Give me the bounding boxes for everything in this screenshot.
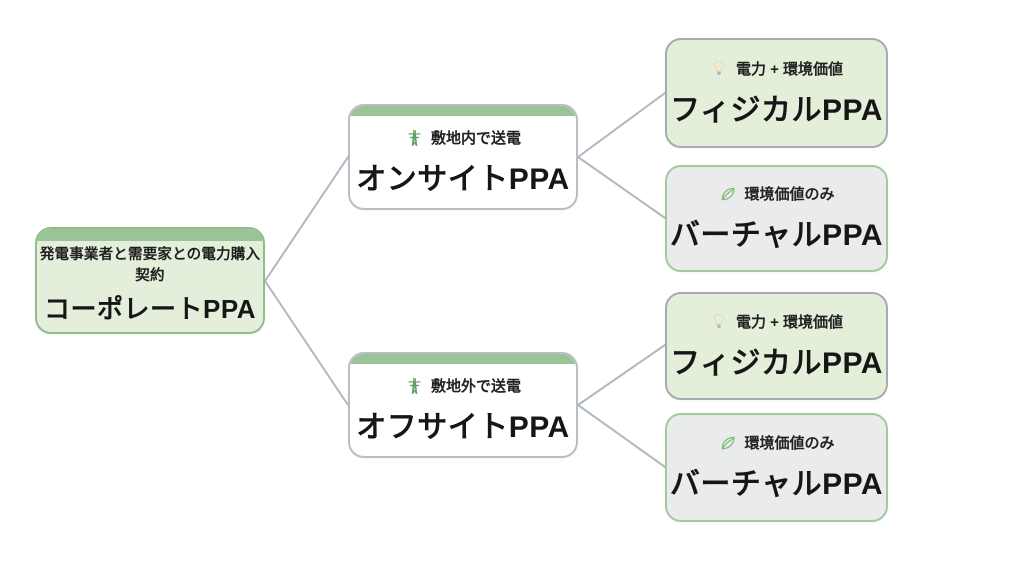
onsite-label: 敷地内で送電 <box>430 129 521 147</box>
node-header-strip <box>37 229 263 241</box>
virtual-label: 環境価値のみ <box>744 435 835 452</box>
node-header-strip <box>350 106 576 116</box>
onsite-title: オンサイトPPA <box>356 162 570 196</box>
node-virtual-ppa-offsite: 環境価値のみ バーチャルPPA <box>665 413 888 522</box>
offsite-label: 敷地外で送電 <box>430 377 521 395</box>
node-onsite-ppa: 敷地内で送電 オンサイトPPA <box>348 104 578 210</box>
virtual-label: 環境価値のみ <box>744 186 835 203</box>
transmission-tower-icon <box>405 128 424 147</box>
physical-label: 電力 + 環境価値 <box>735 60 844 78</box>
lightbulb-icon <box>710 312 729 331</box>
leaf-icon <box>718 184 737 203</box>
transmission-tower-icon <box>405 376 424 395</box>
physical-title: フィジカルPPA <box>670 93 883 127</box>
node-virtual-ppa-onsite: 環境価値のみ バーチャルPPA <box>665 165 888 272</box>
lightbulb-icon <box>710 59 729 78</box>
corporate-ppa-title: コーポレートPPA <box>43 294 257 324</box>
corporate-ppa-subtitle: 発電事業者と需要家との電力購入契約 <box>39 247 261 284</box>
offsite-title: オフサイトPPA <box>356 410 570 444</box>
node-physical-ppa-onsite: 電力 + 環境価値 フィジカルPPA <box>665 38 888 148</box>
node-corporate-ppa: 発電事業者と需要家との電力購入契約 コーポレートPPA <box>35 227 265 334</box>
node-header-strip <box>350 354 576 364</box>
leaf-icon <box>718 433 737 452</box>
physical-title: フィジカルPPA <box>670 346 883 380</box>
virtual-title: バーチャルPPA <box>669 219 884 252</box>
node-offsite-ppa: 敷地外で送電 オフサイトPPA <box>348 352 578 458</box>
node-physical-ppa-offsite: 電力 + 環境価値 フィジカルPPA <box>665 292 888 400</box>
physical-label: 電力 + 環境価値 <box>735 313 844 331</box>
virtual-title: バーチャルPPA <box>669 468 884 501</box>
